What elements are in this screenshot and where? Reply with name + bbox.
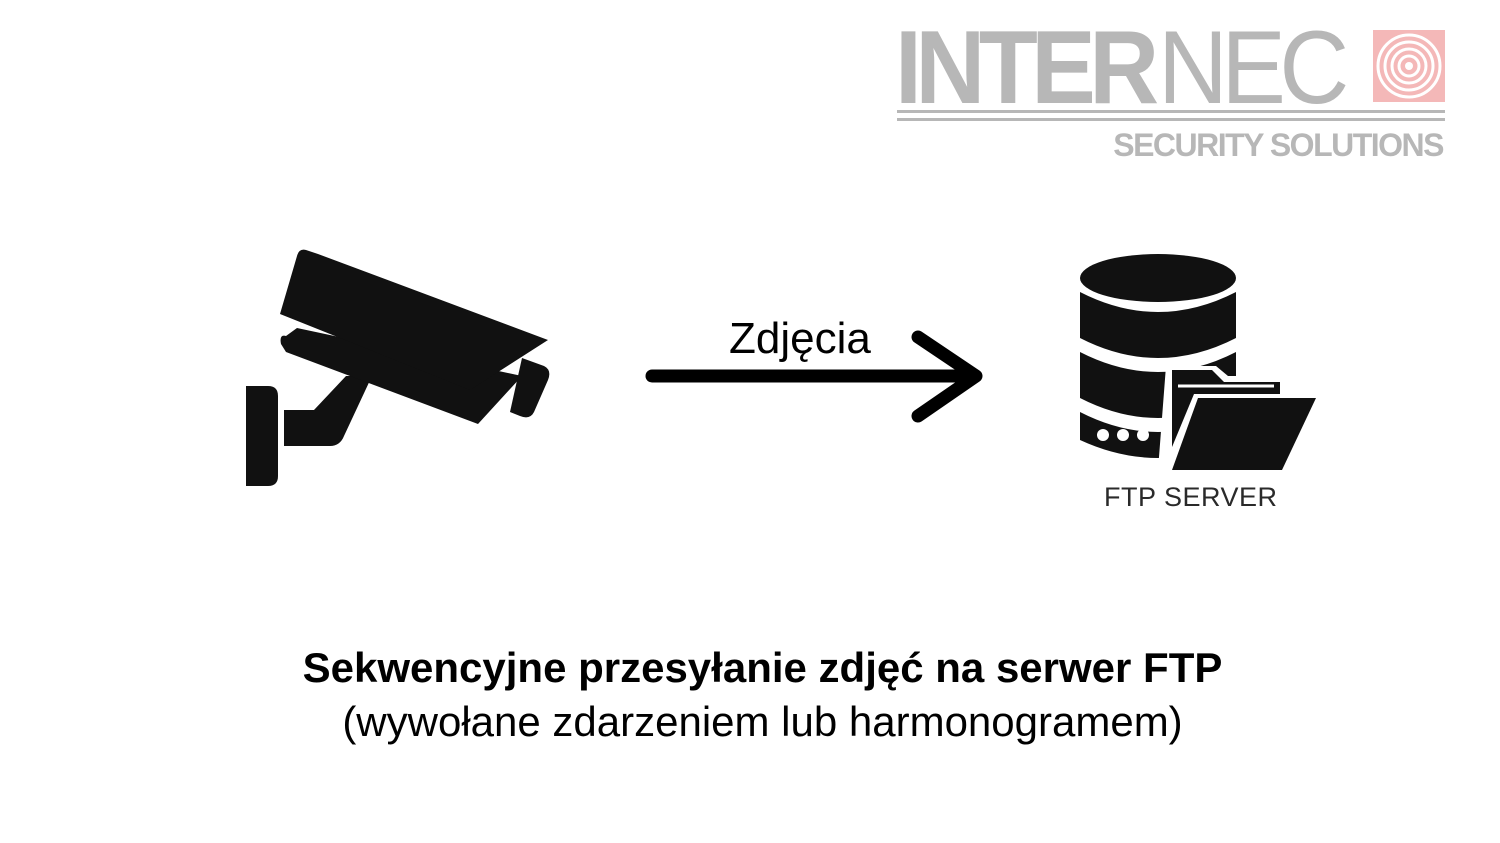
transfer-arrow-icon	[645, 330, 983, 423]
database-tier-1	[1080, 292, 1236, 358]
camera-wall-mount	[246, 386, 278, 486]
database-top	[1080, 254, 1236, 302]
status-dot	[1097, 429, 1109, 441]
cctv-camera-icon	[246, 249, 550, 486]
logo-divider	[897, 110, 1445, 121]
camera-body	[280, 328, 522, 424]
camera-housing	[280, 249, 548, 390]
server-label: FTP SERVER	[1104, 482, 1278, 512]
target-icon	[1373, 30, 1445, 102]
caption-title: Sekwencyjne przesyłanie zdjęć na serwer …	[302, 644, 1223, 691]
status-dot	[1117, 429, 1129, 441]
arrow-label: Zdjęcia	[729, 314, 871, 363]
folder-front	[1172, 398, 1316, 470]
camera-lens	[510, 358, 550, 418]
camera-arm	[284, 376, 372, 446]
database-folder-icon	[1080, 254, 1322, 472]
logo-word-light: NEC	[1158, 10, 1349, 126]
logo-tagline: SECURITY SOLUTIONS	[1113, 127, 1444, 163]
logo-word-bold: INTER	[895, 10, 1159, 126]
arrow-head	[911, 330, 983, 423]
status-dot	[1137, 429, 1149, 441]
caption-subtitle: (wywołane zdarzeniem lub harmonogramem)	[342, 698, 1183, 745]
